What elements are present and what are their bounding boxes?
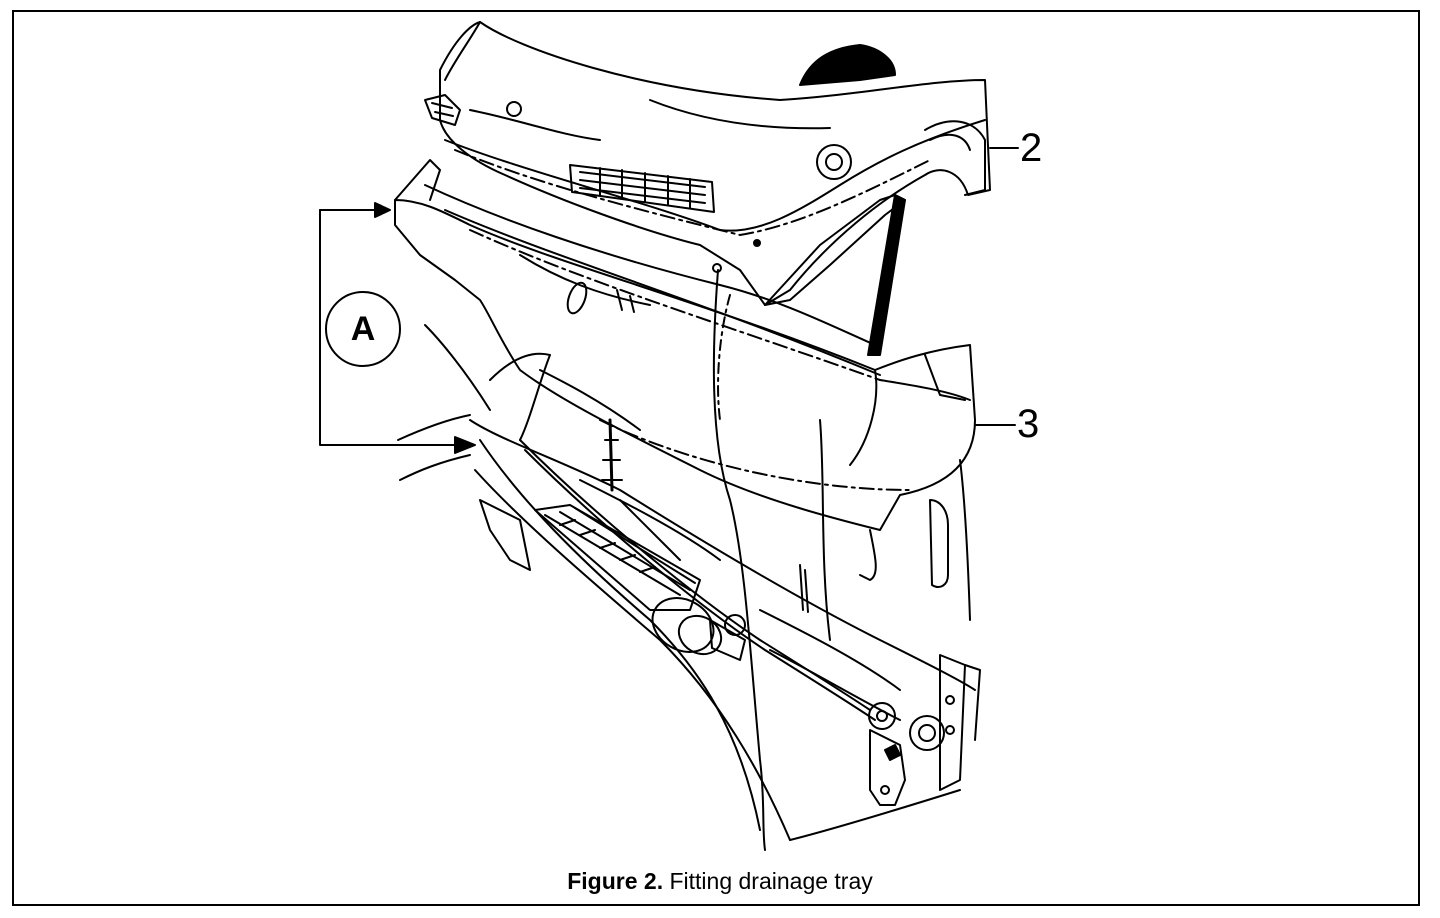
wiper-assembly xyxy=(469,269,981,851)
view-a-marker: A xyxy=(325,291,401,367)
figure-title: Fitting drainage tray xyxy=(669,868,873,894)
callout-part-2: 2 xyxy=(1020,126,1043,170)
upper-cowl-panel xyxy=(424,21,991,306)
figure-label: Figure 2. xyxy=(567,868,664,894)
figure-caption: Figure 2. Fitting drainage tray xyxy=(0,868,1440,895)
view-a-arrows xyxy=(319,202,491,481)
callout-part-3: 3 xyxy=(1017,402,1040,446)
figure-frame xyxy=(12,10,1420,906)
view-a-letter: A xyxy=(350,309,376,348)
drainage-tray xyxy=(394,159,976,531)
dark-strip xyxy=(867,194,906,356)
